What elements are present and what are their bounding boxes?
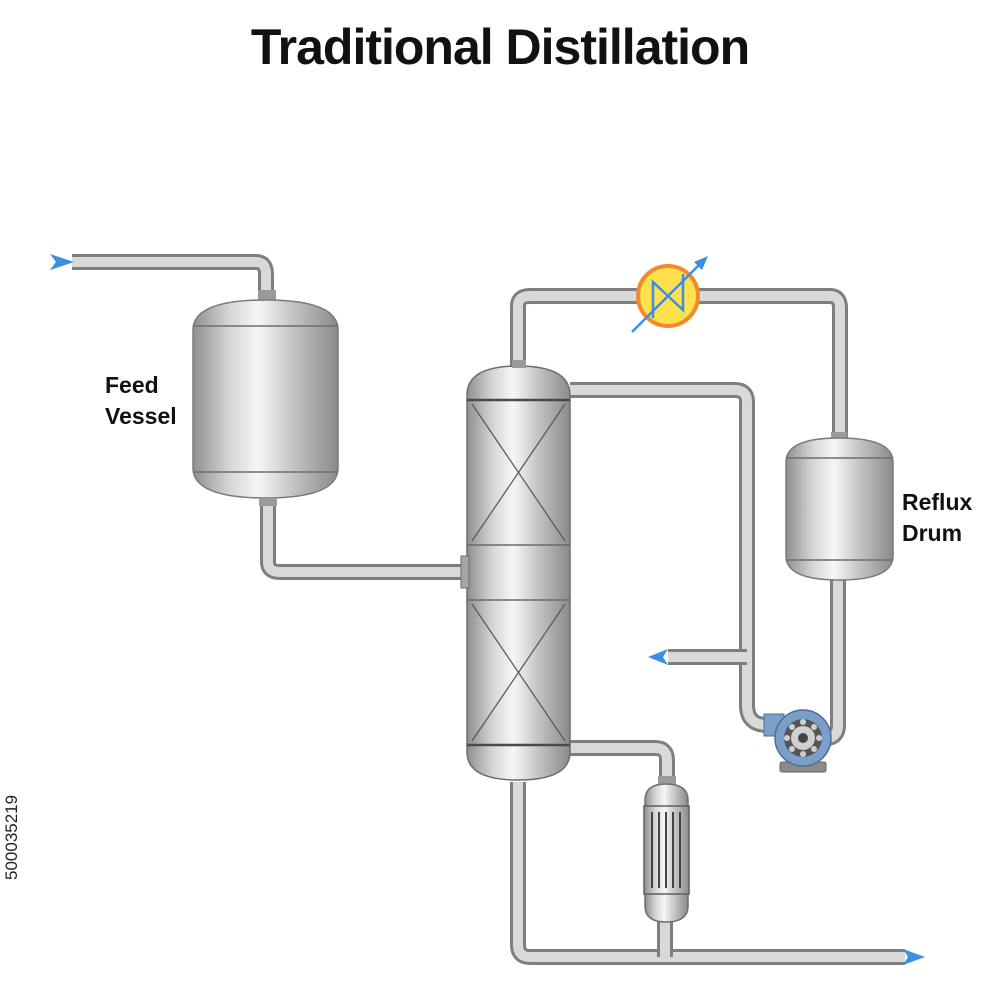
pipe-reflux-return [570, 382, 776, 733]
reflux-drum-label: Reflux Drum [902, 487, 972, 549]
pipe-bottoms-outlet [510, 782, 905, 965]
flow-arrows [50, 254, 925, 965]
pipe-drum-to-pump [818, 578, 846, 746]
arrow-distillate-out-icon [648, 649, 668, 665]
packing-bed-lower [471, 603, 566, 742]
feed-vessel [192, 290, 339, 506]
packing-bed-upper [471, 403, 566, 542]
cooling-arrow-icon [694, 256, 708, 270]
condenser [631, 256, 708, 333]
stock-id-text: 500035219 [2, 794, 21, 880]
feed-vessel-label-line1: Feed [105, 372, 159, 398]
diagram-title: Traditional Distillation [250, 19, 750, 75]
distillation-column [460, 360, 571, 781]
reboiler-tube-bundle [651, 812, 681, 888]
arrow-feed-in-icon [50, 254, 74, 270]
feed-vessel-label: Feed Vessel [105, 370, 177, 432]
pipe-feed-to-column [260, 498, 466, 580]
reflux-pump [763, 709, 832, 773]
pipe-feed-inlet [72, 254, 274, 298]
reflux-drum-label-line1: Reflux [902, 489, 973, 515]
feed-vessel-label-line2: Vessel [105, 403, 177, 429]
pipe-column-to-reboiler [566, 740, 675, 782]
reboiler [643, 776, 690, 923]
arrow-bottoms-out-icon [903, 949, 925, 965]
reflux-drum [785, 432, 894, 581]
reflux-drum-label-line2: Drum [902, 520, 963, 546]
